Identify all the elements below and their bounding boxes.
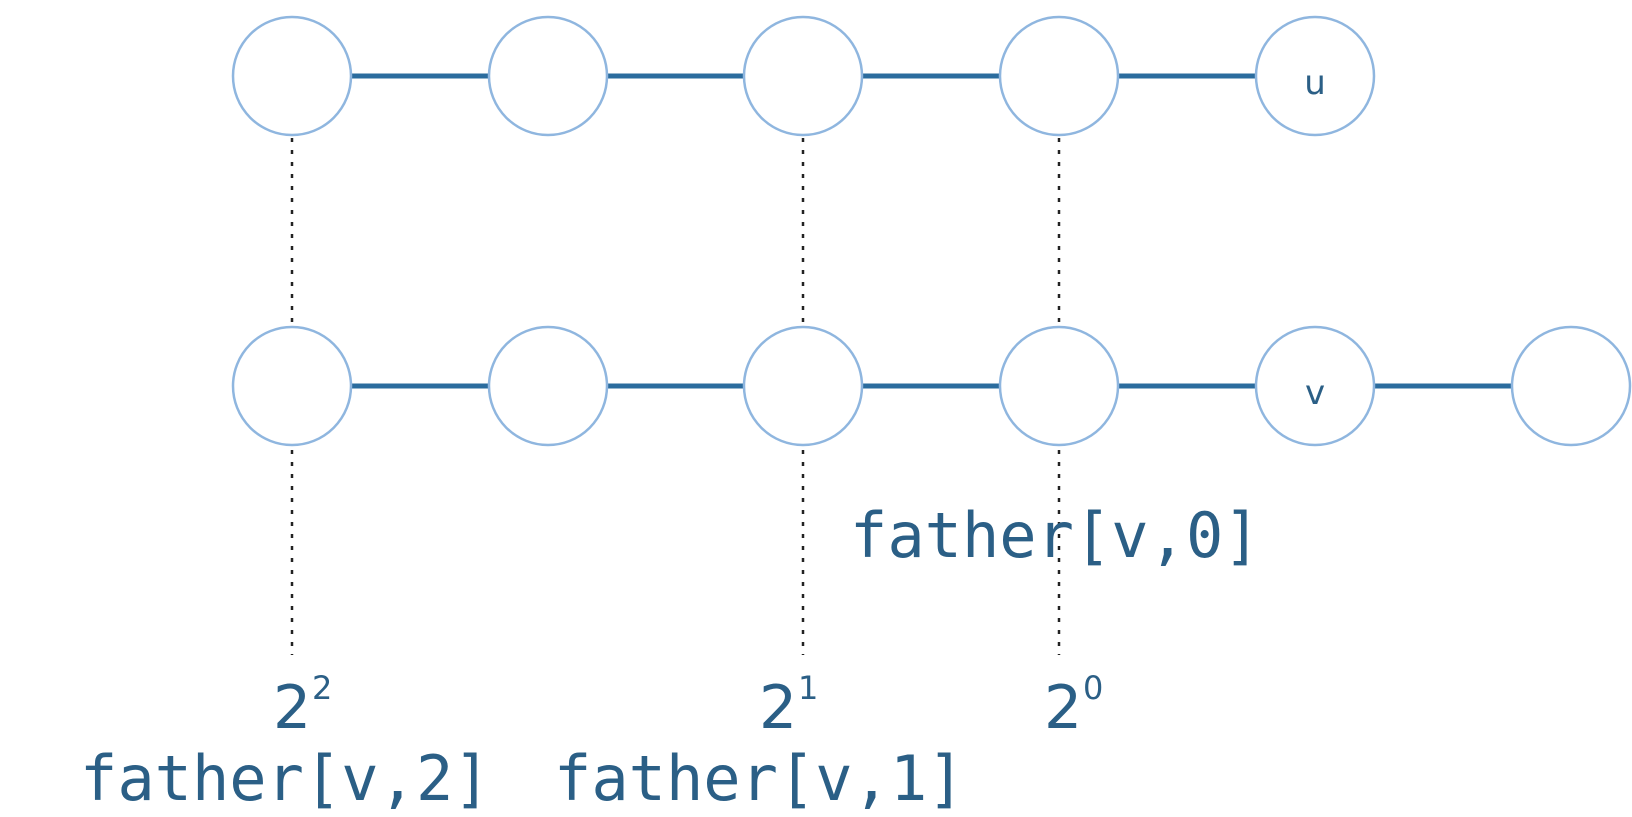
tree-node-v xyxy=(1254,325,1376,447)
father-v-0-label: father[v,0] xyxy=(850,499,1261,572)
power-exponent: 0 xyxy=(1083,669,1103,707)
father-v-2-label: father[v,2] xyxy=(80,742,491,815)
power-2-pow-2: 2 2 xyxy=(273,669,332,743)
power-exponent: 2 xyxy=(312,669,332,707)
tree-node xyxy=(742,15,864,137)
tree-node xyxy=(231,325,353,447)
tree-node xyxy=(1510,325,1632,447)
power-exponent: 1 xyxy=(798,669,818,707)
tree-node-u xyxy=(1254,15,1376,137)
power-base: 2 xyxy=(1044,673,1082,743)
tree-node xyxy=(998,325,1120,447)
tree-node xyxy=(487,325,609,447)
node-label-v: v xyxy=(1305,373,1325,413)
node-label-u: u xyxy=(1304,63,1326,103)
tree-node xyxy=(487,15,609,137)
power-2-pow-1: 2 1 xyxy=(759,669,818,743)
tree-node xyxy=(998,15,1120,137)
top-row-nodes: u xyxy=(231,15,1376,137)
power-2-pow-0: 2 0 xyxy=(1044,669,1103,743)
tree-node xyxy=(742,325,864,447)
father-v-1-label: father[v,1] xyxy=(554,742,965,815)
power-base: 2 xyxy=(759,673,797,743)
power-base: 2 xyxy=(273,673,311,743)
bottom-row-nodes: v xyxy=(231,325,1632,447)
tree-node xyxy=(231,15,353,137)
